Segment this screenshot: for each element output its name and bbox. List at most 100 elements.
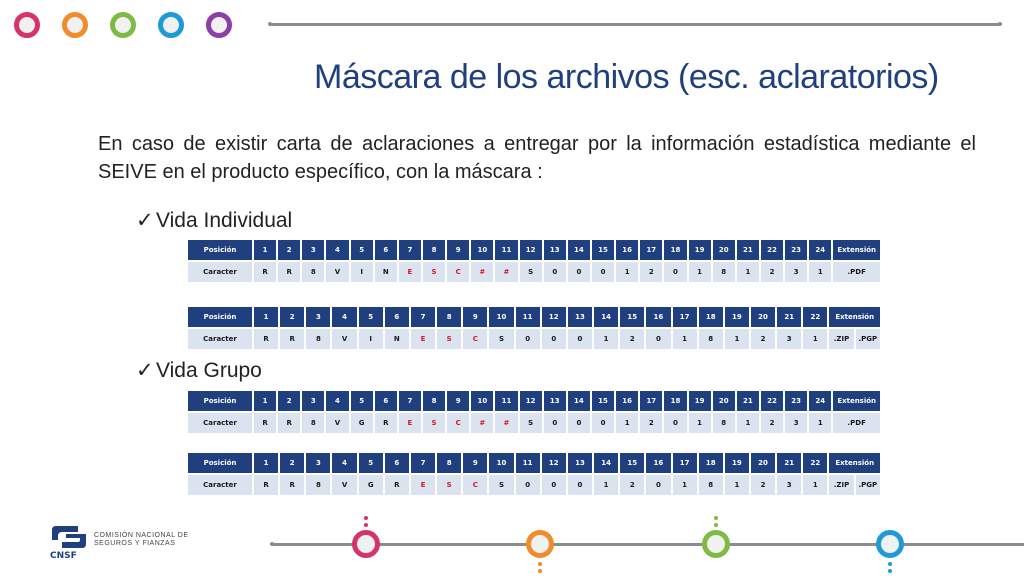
position-cell: 22	[760, 391, 784, 411]
slide-title: Máscara de los archivos (esc. aclaratori…	[314, 58, 939, 96]
character-cell: 2	[750, 329, 776, 349]
character-cell: 1	[688, 413, 711, 433]
position-cell: 22	[803, 453, 828, 473]
logo-line-2: SEGUROS Y FIANZAS	[94, 540, 176, 547]
character-cell: E	[398, 262, 421, 282]
position-cell: 6	[384, 307, 409, 327]
position-cell: 11	[515, 453, 540, 473]
position-cell: 3	[306, 307, 331, 327]
checkmark-icon: ✓	[136, 359, 154, 382]
position-cell: 9	[463, 453, 488, 473]
position-cell: 13	[543, 391, 566, 411]
character-cell: 1	[736, 413, 759, 433]
position-cell: 13	[543, 240, 566, 260]
character-cell: 1	[672, 329, 697, 349]
position-cell: 3	[306, 453, 331, 473]
extension-cell: .PGP	[855, 329, 880, 349]
character-cell: S	[489, 475, 514, 495]
character-cell: R	[254, 262, 277, 282]
position-cell: 3	[302, 391, 325, 411]
character-cell: 0	[664, 262, 687, 282]
character-cell: R	[278, 262, 301, 282]
position-cell: 5	[350, 240, 373, 260]
character-cell: G	[358, 475, 383, 495]
position-cell: 9	[463, 307, 488, 327]
position-cell: 8	[437, 307, 462, 327]
position-cell: 4	[332, 453, 357, 473]
character-cell: #	[471, 262, 494, 282]
character-cell: V	[326, 413, 349, 433]
position-cell: 24	[809, 391, 832, 411]
position-cell: 1	[254, 307, 279, 327]
position-cell: 14	[594, 453, 619, 473]
character-cell: R	[254, 475, 279, 495]
character-cell: I	[350, 262, 373, 282]
position-cell: 1	[254, 391, 277, 411]
position-cell: 7	[398, 391, 421, 411]
position-cell: 11	[495, 391, 518, 411]
decor-dot	[538, 569, 542, 573]
character-cell: C	[463, 329, 488, 349]
header-label: Posición	[188, 391, 252, 411]
position-cell: 12	[541, 307, 566, 327]
position-cell: 15	[591, 391, 615, 411]
position-cell: 9	[447, 240, 470, 260]
position-cell: 10	[471, 391, 494, 411]
position-cell: 16	[646, 453, 671, 473]
position-cell: 2	[278, 240, 301, 260]
character-cell: 8	[712, 262, 735, 282]
position-cell: 6	[374, 391, 397, 411]
intro-paragraph: En caso de existir carta de aclaraciones…	[98, 133, 976, 183]
character-cell: 0	[541, 475, 566, 495]
character-cell: S	[437, 475, 462, 495]
extension-header: Extensión	[833, 240, 880, 260]
position-cell: 22	[760, 240, 784, 260]
character-cell: N	[384, 329, 409, 349]
position-cell: 14	[567, 391, 590, 411]
position-cell: 8	[422, 240, 446, 260]
character-cell: 8	[306, 329, 331, 349]
decor-dot	[270, 542, 274, 546]
decor-dot	[888, 569, 892, 573]
position-cell: 19	[724, 307, 749, 327]
extension-cell: .PDF	[833, 413, 880, 433]
position-cell: 22	[803, 307, 828, 327]
extension-cell: .ZIP	[829, 329, 854, 349]
position-cell: 5	[358, 453, 383, 473]
position-cell: 16	[616, 240, 639, 260]
character-cell: V	[332, 475, 357, 495]
position-cell: 6	[384, 453, 409, 473]
position-cell: 10	[489, 453, 514, 473]
position-cell: 21	[736, 391, 759, 411]
row-label: Caracter	[188, 413, 252, 433]
character-cell: 0	[543, 413, 566, 433]
position-cell: 2	[280, 453, 305, 473]
section-vida-grupo: ✓Vida Grupo	[136, 358, 262, 383]
character-cell: 2	[760, 413, 784, 433]
position-cell: 19	[688, 391, 711, 411]
character-cell: 8	[712, 413, 735, 433]
decor-circle-green	[702, 530, 730, 558]
decor-circle-green	[110, 12, 136, 38]
position-cell: 20	[712, 391, 735, 411]
character-cell: 2	[760, 262, 784, 282]
character-cell: 1	[672, 475, 697, 495]
character-cell: S	[422, 262, 446, 282]
checkmark-icon: ✓	[136, 209, 154, 232]
logo-line-1: COMISIÓN NACIONAL DE	[94, 532, 189, 539]
decor-circle-orange	[62, 12, 88, 38]
character-cell: 2	[750, 475, 776, 495]
character-cell: 1	[803, 329, 828, 349]
character-cell: 0	[567, 262, 590, 282]
position-cell: 4	[332, 307, 357, 327]
position-cell: 20	[750, 453, 776, 473]
character-cell: 3	[785, 413, 808, 433]
position-cell: 10	[471, 240, 494, 260]
position-cell: 4	[326, 391, 349, 411]
position-cell: 7	[398, 240, 421, 260]
position-cell: 15	[620, 307, 645, 327]
